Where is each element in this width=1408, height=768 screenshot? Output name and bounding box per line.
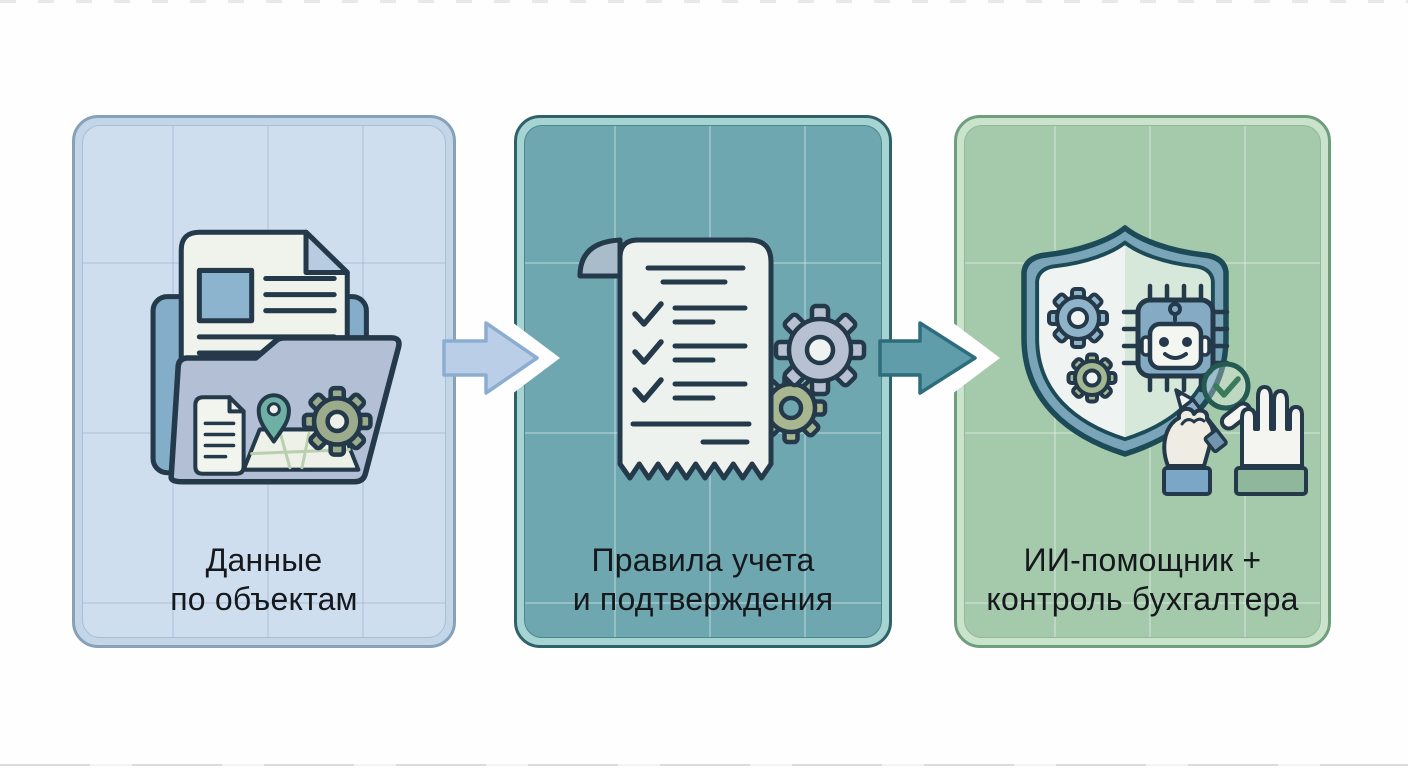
robot-eye — [1159, 337, 1169, 347]
gear-icon — [1066, 352, 1118, 404]
panel-objects-data: Данные по объектам — [72, 115, 456, 648]
panel-caption: Правила учета и подтверждения — [525, 541, 881, 619]
caption-line: контроль бухгалтера — [986, 581, 1299, 617]
bottom-edge-artifact — [0, 764, 1408, 766]
panel-ai-assistant-body: ИИ-помощник + контроль бухгалтера — [964, 125, 1321, 638]
checkmark — [632, 301, 664, 327]
checkmark — [632, 339, 664, 365]
panel-caption: Данные по объектам — [83, 541, 445, 619]
file-icon — [193, 395, 246, 476]
gear-icon — [754, 371, 828, 445]
ai-chip-robot-icon — [1121, 283, 1230, 393]
robot-antenna — [1168, 302, 1182, 316]
hand-with-pen-icon — [1162, 388, 1228, 496]
receipt-icon — [577, 237, 774, 481]
folder-documents-icon — [150, 229, 402, 485]
shield-ai-icon — [1021, 225, 1308, 496]
caption-line: и подтверждения — [572, 581, 834, 617]
panel-objects-data-body: Данные по объектам — [82, 125, 446, 638]
robot-eye — [1182, 337, 1192, 347]
flow-arrow-2 — [878, 316, 1000, 400]
caption-line: по объектам — [170, 581, 358, 617]
caption-line: ИИ-помощник + — [1023, 542, 1262, 578]
check-circle-icon — [1201, 361, 1251, 411]
caption-line: Правила учета — [591, 542, 815, 578]
gear-icon — [301, 385, 373, 457]
document-image-placeholder — [196, 267, 255, 324]
receipt-checklist-icon — [577, 237, 867, 481]
sleeve — [1234, 466, 1308, 496]
panel-ai-assistant: ИИ-помощник + контроль бухгалтера — [954, 115, 1331, 648]
gear-icon — [1047, 287, 1109, 349]
open-hand-icon — [1219, 385, 1308, 496]
document-fold — [303, 229, 350, 275]
receipt-curl — [577, 237, 623, 279]
panel-caption: ИИ-помощник + контроль бухгалтера — [965, 541, 1320, 619]
checkmark — [632, 377, 664, 403]
top-edge-artifact — [0, 0, 1408, 3]
sleeve — [1162, 466, 1212, 496]
panel-accounting-rules: Правила учета и подтверждения — [514, 115, 892, 648]
gear-icon — [773, 303, 867, 397]
flow-arrow-1 — [442, 316, 560, 400]
robot-face — [1147, 321, 1204, 371]
caption-line: Данные — [205, 542, 323, 578]
panel-accounting-rules-body: Правила учета и подтверждения — [524, 125, 882, 638]
robot-smile — [1163, 352, 1188, 360]
